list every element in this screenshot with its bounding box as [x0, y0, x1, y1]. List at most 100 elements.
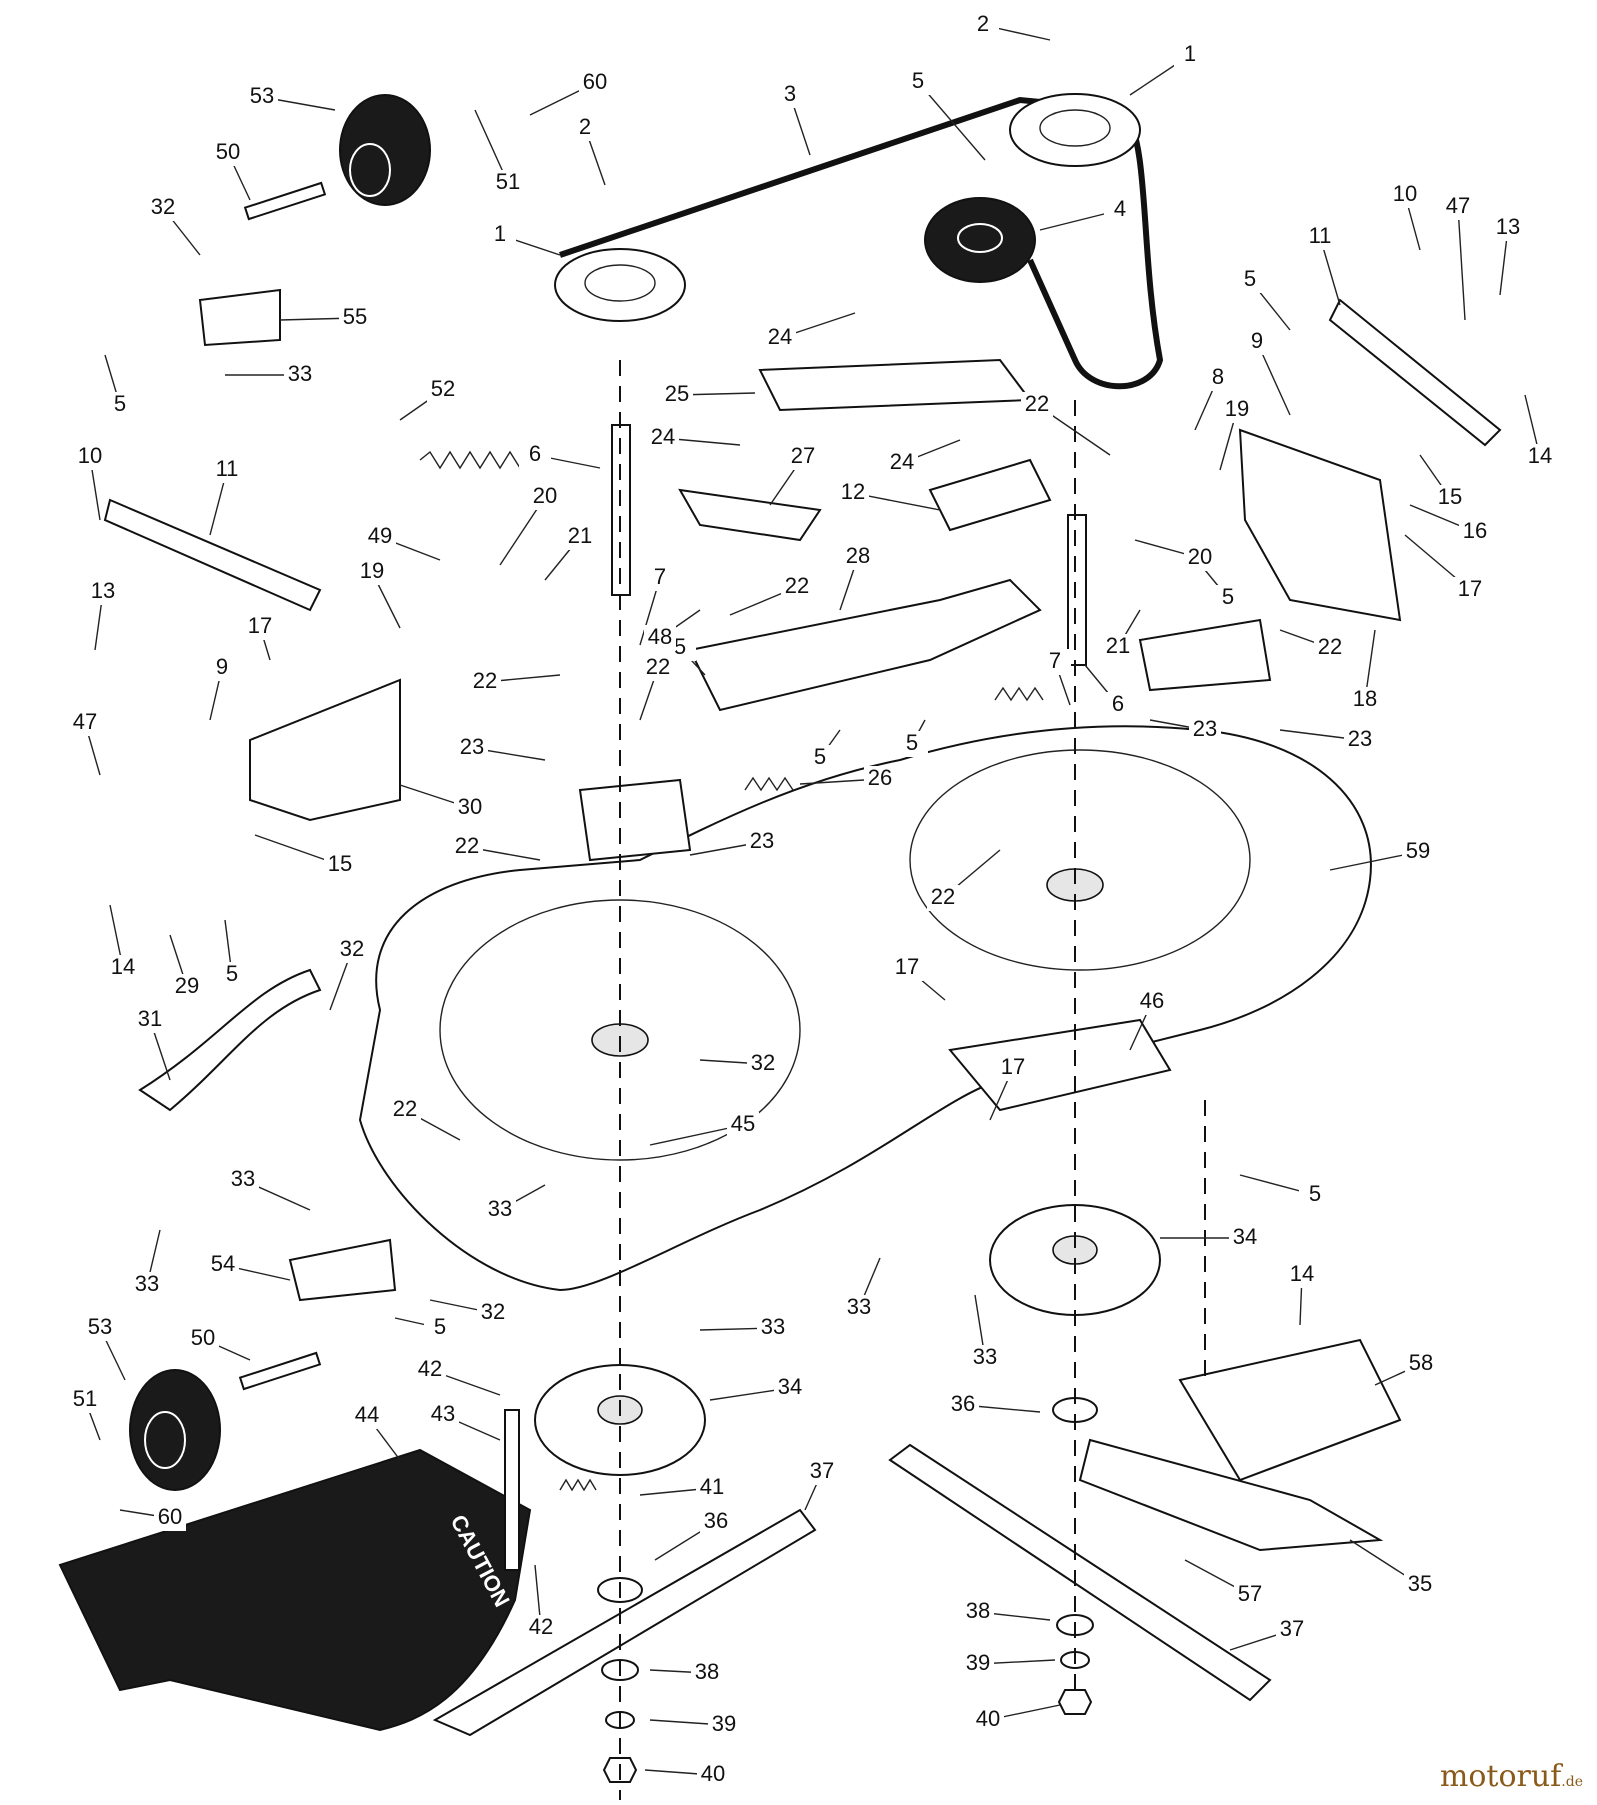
- label-backdrop-24-2: [647, 425, 679, 451]
- callout-label-5-4: 5: [674, 634, 686, 659]
- bracket-54: [288, 1238, 397, 1302]
- mower-deck-housing: [358, 725, 1372, 1292]
- callout-label-27-1: 27: [791, 443, 815, 468]
- label-backdrop-21-1: [564, 524, 596, 550]
- pulley-left: [554, 248, 686, 322]
- callout-label-31-1: 31: [138, 1006, 162, 1031]
- callout-label-9-1: 9: [1251, 328, 1263, 353]
- callout-label-28-1: 28: [846, 543, 870, 568]
- callout-label-24-2: 24: [651, 424, 675, 449]
- label-backdrop-37-1: [806, 1459, 838, 1485]
- pivot-rod-43: [504, 1409, 520, 1571]
- label-backdrop-48-1: [644, 625, 676, 651]
- label-backdrop-60-1: [579, 70, 611, 96]
- label-backdrop-35-1: [1404, 1572, 1436, 1598]
- deck-spindle-dome-right: [909, 749, 1251, 971]
- callout-labels: 1122345555555555667789910101111121313141…: [69, 11, 1556, 1788]
- belt-keeper-23-left: [578, 778, 692, 862]
- callout-label-33-7: 33: [973, 1344, 997, 1369]
- label-backdrop-33-1: [284, 362, 316, 388]
- callout-label-15-1: 15: [1438, 484, 1462, 509]
- label-backdrop-5-5: [1212, 585, 1244, 611]
- watermark-tld: .de: [1561, 1774, 1583, 1790]
- nut-40-right: [1057, 1689, 1093, 1715]
- label-backdrop-20-2: [1184, 545, 1216, 571]
- callout-label-40-2: 40: [976, 1706, 1000, 1731]
- callout-label-5-10: 5: [434, 1314, 446, 1339]
- watermark-brand: motoruf: [1439, 1759, 1562, 1794]
- guard-bracket-58: [1178, 1338, 1402, 1482]
- label-backdrop-40-2: [972, 1707, 1004, 1733]
- callout-label-4-1: 4: [1114, 196, 1126, 221]
- leader-line-47-1: [1457, 206, 1466, 321]
- label-backdrop-13-2: [87, 579, 119, 605]
- label-backdrop-17-4: [997, 1055, 1029, 1081]
- label-backdrop-22-8: [389, 1097, 421, 1123]
- bracket-12: [928, 458, 1052, 532]
- callout-label-15-2: 15: [328, 851, 352, 876]
- wheel-53-bottom: [129, 1369, 221, 1491]
- callout-label-44-1: 44: [355, 1402, 379, 1427]
- label-backdrop-3-1: [774, 82, 806, 108]
- callout-label-10-1: 10: [1393, 181, 1417, 206]
- callout-label-39-1: 39: [712, 1711, 736, 1736]
- callout-label-5-8: 5: [226, 961, 238, 986]
- label-backdrop-11-2: [211, 457, 243, 483]
- label-backdrop-2-1: [967, 12, 999, 38]
- callout-label-19-1: 19: [1225, 396, 1249, 421]
- label-backdrop-32-3: [747, 1051, 779, 1077]
- callout-label-23-2: 23: [1348, 726, 1372, 751]
- spring-52: [419, 450, 521, 470]
- label-backdrop-24-1: [764, 325, 796, 351]
- label-backdrop-23-3: [746, 829, 778, 855]
- callout-label-51-2: 51: [73, 1386, 97, 1411]
- deck-spindle-dome-left: [439, 899, 801, 1161]
- callout-label-5-2: 5: [1244, 266, 1256, 291]
- label-backdrop-25-1: [661, 382, 693, 408]
- label-backdrop-28-1: [842, 544, 874, 570]
- callout-label-53-2: 53: [88, 1314, 112, 1339]
- callout-label-47-2: 47: [73, 709, 97, 734]
- label-backdrop-33-5: [757, 1315, 789, 1341]
- callout-label-8-1: 8: [1212, 364, 1224, 389]
- label-backdrop-22-2: [781, 574, 813, 600]
- label-backdrop-44-1: [351, 1403, 383, 1429]
- arm-11-right: [1328, 298, 1502, 447]
- label-backdrop-33-6: [843, 1295, 875, 1321]
- callout-label-23-1: 23: [460, 734, 484, 759]
- callout-label-5-5: 5: [1222, 584, 1234, 609]
- callout-label-49-1: 49: [368, 523, 392, 548]
- arm-11-left: [103, 498, 322, 612]
- label-backdrop-6-1: [519, 442, 551, 468]
- label-backdrop-6-2: [1102, 692, 1134, 718]
- belt-guard-18: [1238, 428, 1402, 622]
- label-backdrop-27-1: [787, 444, 819, 470]
- callout-label-60-1: 60: [583, 69, 607, 94]
- label-backdrop-54-1: [207, 1252, 239, 1278]
- tie-bar-35: [1078, 1438, 1384, 1552]
- callout-label-45-1: 45: [731, 1111, 755, 1136]
- callout-label-40-1: 40: [701, 1761, 725, 1786]
- callout-label-42-2: 42: [529, 1614, 553, 1639]
- label-backdrop-26-1: [864, 766, 896, 792]
- callout-label-19-2: 19: [360, 558, 384, 583]
- label-backdrop-53-2: [84, 1315, 116, 1341]
- callout-label-50-1: 50: [216, 139, 240, 164]
- callout-label-5-7: 5: [814, 744, 826, 769]
- label-backdrop-42-1: [414, 1357, 446, 1383]
- label-backdrop-17-1: [1454, 577, 1486, 603]
- label-backdrop-32-2: [336, 937, 368, 963]
- callout-label-14-3: 14: [1290, 1261, 1314, 1286]
- label-backdrop-33-4: [131, 1272, 163, 1298]
- label-backdrop-37-2: [1276, 1617, 1308, 1643]
- watermark: motoruf.de: [1440, 1759, 1583, 1794]
- label-backdrop-10-2: [74, 444, 106, 470]
- idler-pulley-hub: [957, 223, 1003, 253]
- pulley-right: [1009, 93, 1141, 167]
- label-backdrop-15-2: [324, 852, 356, 878]
- label-backdrop-5-7: [804, 745, 836, 771]
- callout-label-17-3: 17: [895, 954, 919, 979]
- callout-label-26-1: 26: [868, 765, 892, 790]
- callout-label-33-1: 33: [288, 361, 312, 386]
